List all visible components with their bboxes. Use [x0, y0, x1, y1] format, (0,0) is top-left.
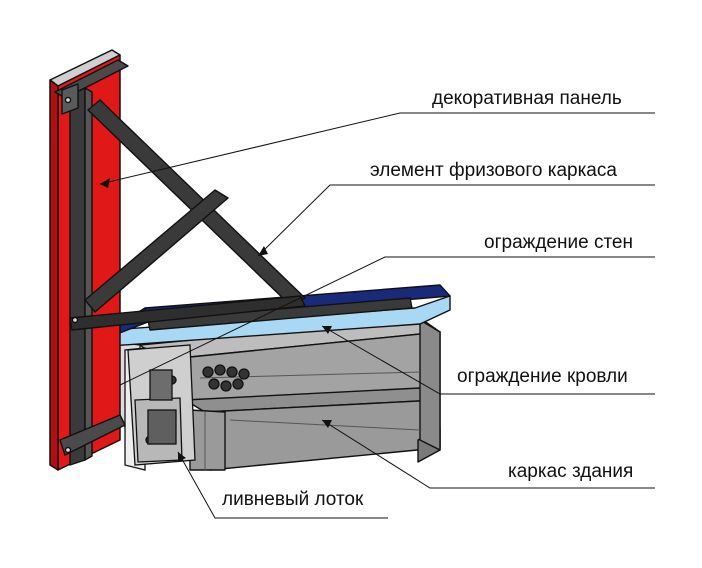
leader-building-frame	[321, 419, 655, 489]
leader-arrowheads	[100, 178, 332, 462]
frieze-frame-element	[54, 59, 306, 466]
storm-gutter	[127, 344, 250, 466]
leader-frieze-frame	[257, 184, 655, 257]
label-roof-cladding: ограждение кровли	[457, 366, 628, 387]
leader-storm-gutter	[177, 451, 388, 519]
leader-decorative-panel	[99, 112, 655, 185]
building-frame	[139, 317, 441, 471]
label-building-frame: каркас здания	[508, 461, 634, 482]
label-decorative-panel: декоративная панель	[432, 88, 622, 109]
label-frieze-frame-element: элемент фризового каркаса	[370, 160, 617, 181]
leader-wall-cladding	[119, 256, 655, 386]
label-wall-cladding: ограждение стен	[484, 232, 633, 253]
label-storm-gutter: ливневый лоток	[222, 489, 364, 510]
leader-lines	[99, 112, 655, 519]
leader-roof-cladding	[321, 325, 655, 395]
